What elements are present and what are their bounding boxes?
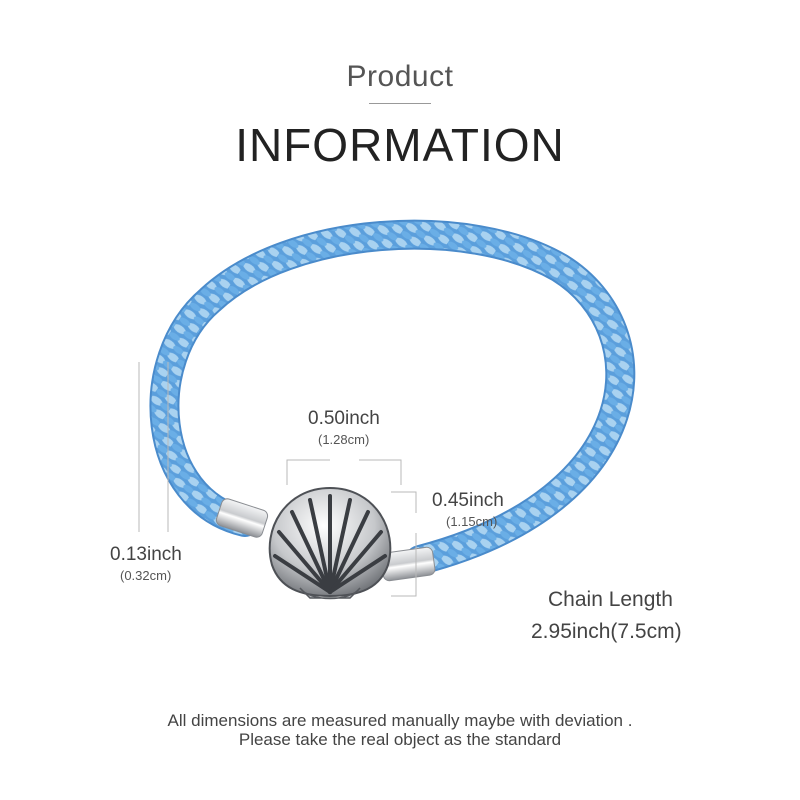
disclaimer-line-2: Please take the real object as the stand… bbox=[238, 730, 562, 749]
heading-product: Product bbox=[346, 60, 454, 93]
heading-information: INFORMATION bbox=[235, 119, 565, 171]
height-inch: 0.45inch bbox=[432, 490, 504, 511]
thickness-inch: 0.13inch bbox=[110, 544, 182, 565]
thickness-cm: (0.32cm) bbox=[120, 568, 172, 583]
chain-length-value: 2.95inch(7.5cm) bbox=[531, 620, 682, 643]
chain-length-label: Chain Length bbox=[548, 588, 673, 611]
dimension-guides bbox=[138, 362, 417, 597]
width-inch: 0.50inch bbox=[308, 408, 380, 429]
shell-charm bbox=[268, 486, 392, 600]
braided-cord bbox=[149, 219, 636, 575]
left-clasp-end bbox=[215, 498, 269, 538]
height-cm: (1.15cm) bbox=[446, 514, 498, 529]
disclaimer-line-1: All dimensions are measured manually may… bbox=[167, 711, 633, 730]
heading-divider bbox=[369, 103, 431, 104]
width-cm: (1.28cm) bbox=[318, 432, 370, 447]
